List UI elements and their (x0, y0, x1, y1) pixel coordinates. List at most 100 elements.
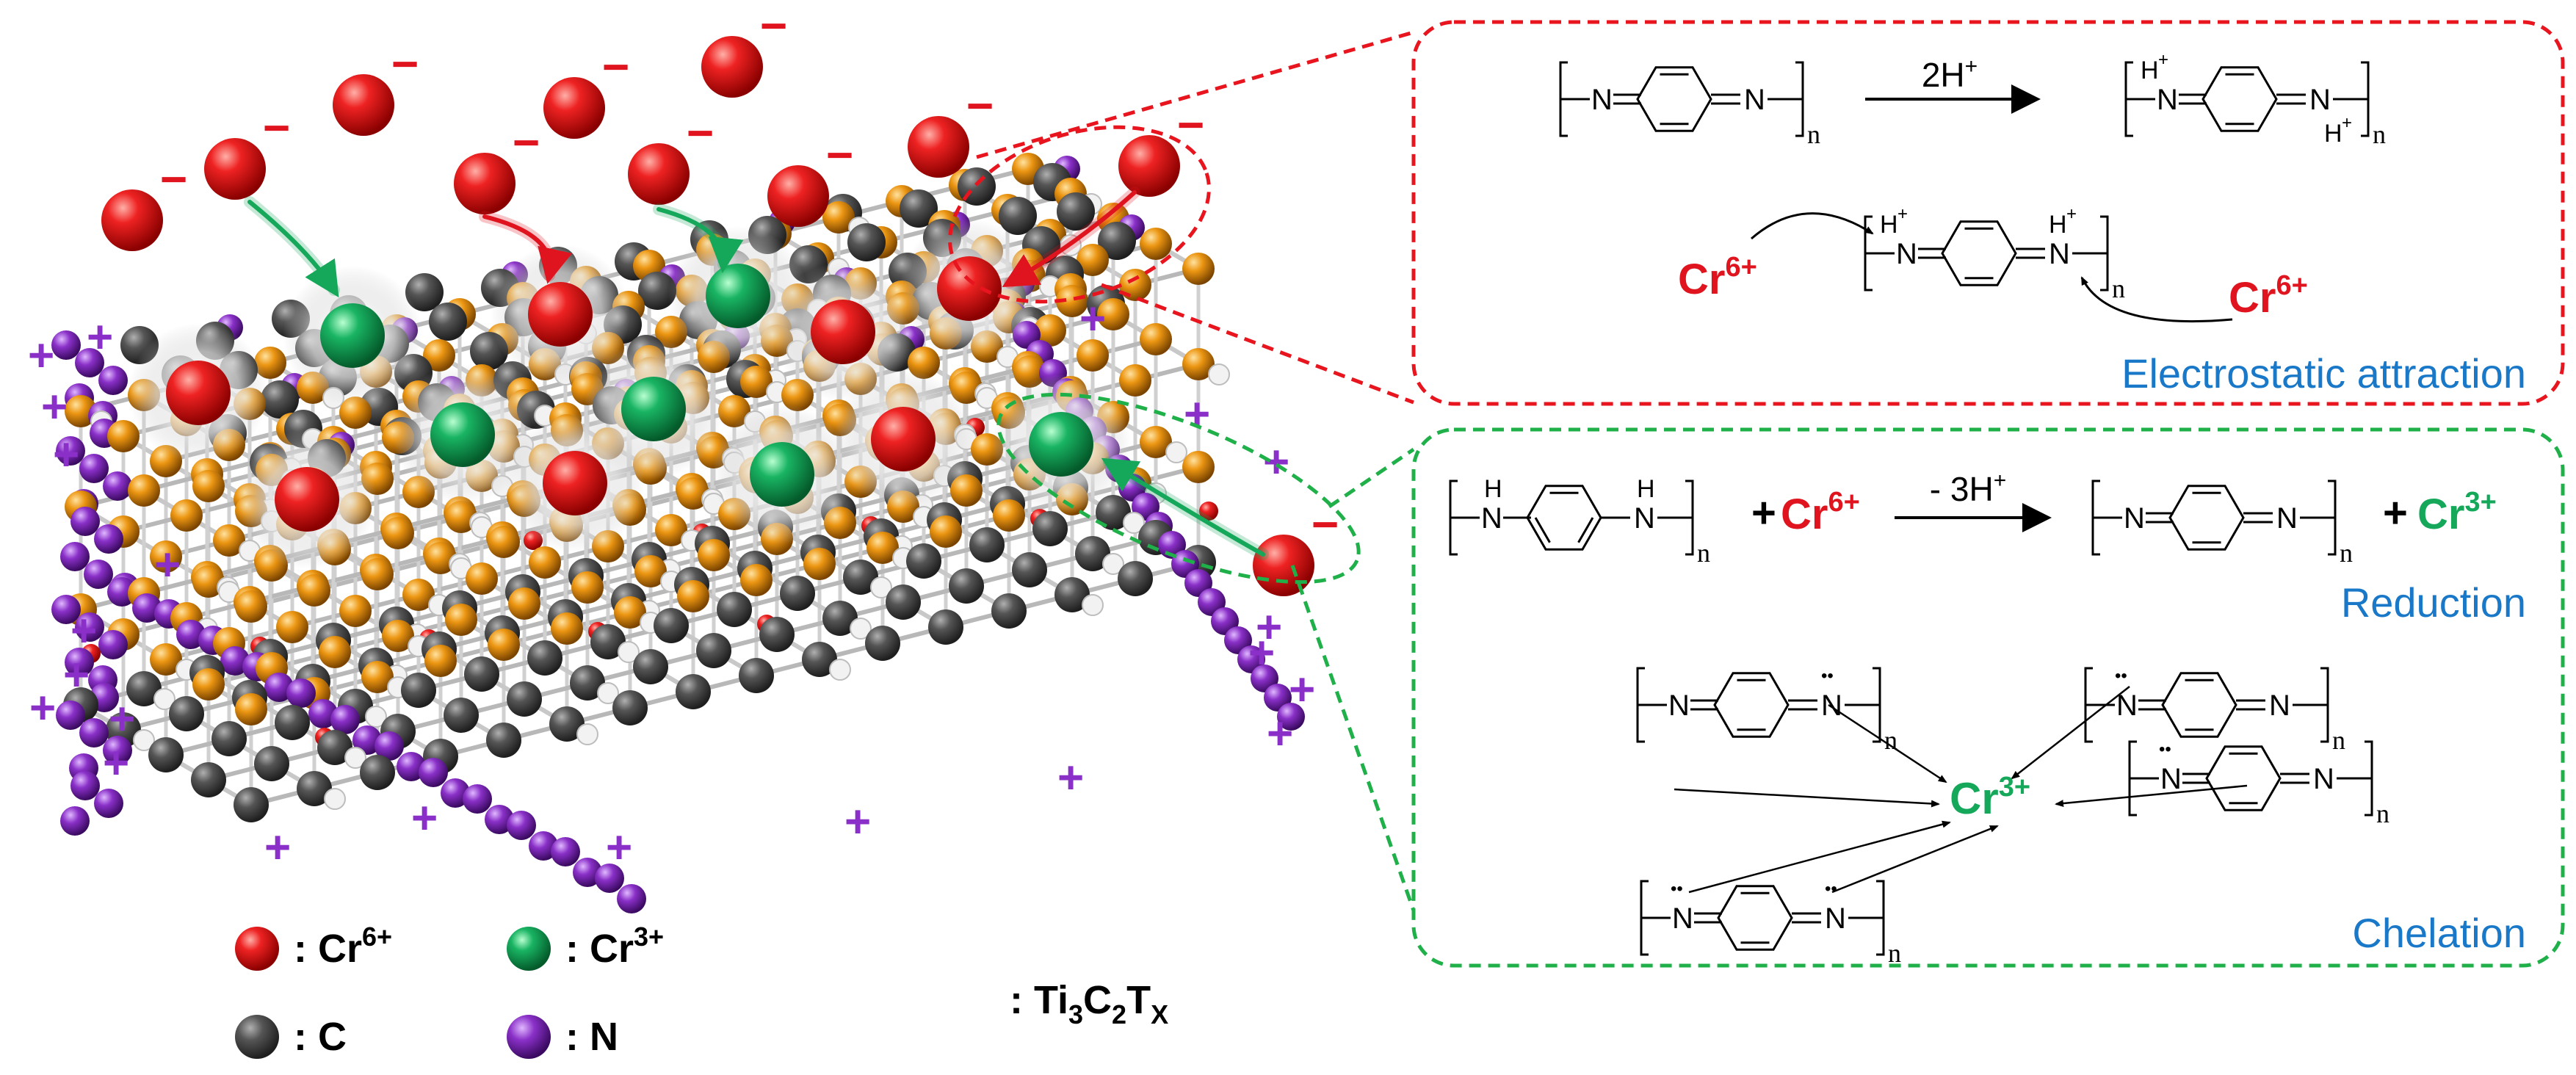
orange-atom (192, 565, 225, 598)
orange-atom (192, 668, 225, 701)
positive-charge: + (1263, 437, 1289, 488)
attraction-arrow-left (1751, 212, 1874, 240)
gray-atom (717, 592, 752, 627)
orange-atom (128, 474, 160, 507)
bracket-right (2361, 61, 2370, 137)
purple-atom (286, 678, 316, 708)
orange-atom (740, 564, 773, 596)
gray-atom (254, 746, 289, 781)
gray-atom (169, 696, 204, 731)
nitrogen-label: N (2309, 84, 2331, 116)
purple-atom (441, 778, 470, 808)
orange-atom (235, 590, 267, 623)
white-atom (618, 641, 640, 663)
white-atom (1082, 594, 1104, 616)
gray-atom (999, 197, 1037, 235)
positive-charge: + (1248, 628, 1275, 678)
cr6-ion (166, 361, 231, 425)
cr6-label-left: Cr6+ (1678, 252, 1757, 303)
ring-outline (1526, 485, 1602, 551)
gray-atom (949, 568, 984, 604)
gray-atom (297, 771, 332, 806)
ion-motion-arrows (244, 187, 1269, 560)
cr6-ion (333, 74, 394, 136)
purple-atom (463, 784, 492, 814)
ring-outline (1717, 885, 1793, 951)
purple-atom (51, 330, 81, 360)
purple-atom (75, 612, 104, 642)
orange-atom (1182, 348, 1215, 380)
positive-charge: + (41, 382, 68, 432)
orange-atom (677, 580, 709, 612)
ring-outline (1636, 66, 1712, 132)
white-atom (365, 706, 387, 728)
nitrogen-label: N (2269, 689, 2290, 722)
gray-atom (570, 665, 605, 701)
nitrogen-label: N (1896, 238, 1917, 270)
ring-outline (2168, 485, 2245, 551)
reduction-cr3-label: Cr3+ (2417, 487, 2497, 538)
negative-charge: − (391, 37, 419, 90)
cr6-ion (1118, 135, 1180, 197)
purple-atom (1277, 703, 1305, 731)
nitrogen-label: N (1825, 902, 1846, 935)
orange-atom (445, 501, 477, 533)
orange-atom (445, 604, 477, 636)
reduction-label: Reduction (2341, 579, 2526, 626)
lone-pair: •• (1671, 879, 1683, 899)
white-atom (597, 682, 619, 704)
cr6-ion (1253, 535, 1314, 596)
bracket-right (1685, 479, 1694, 556)
gray-atom (549, 706, 585, 742)
purple-atom (94, 789, 123, 818)
orange-atom (950, 474, 983, 507)
orange-atom (571, 571, 604, 604)
gray-atom (1098, 222, 1136, 260)
positive-charge: + (154, 540, 181, 590)
purple-atom (51, 595, 81, 624)
white-atom (1102, 553, 1124, 575)
purple-atom (56, 436, 85, 466)
repeat-n: n (1884, 725, 1897, 755)
quinoid-ring (2201, 66, 2278, 132)
orange-atom (698, 539, 730, 571)
nitrogen-label: N (1672, 902, 1693, 935)
orange-atom (319, 636, 351, 668)
gray-atom (928, 609, 963, 645)
orange-atom (276, 611, 308, 643)
purple-atom (507, 811, 536, 840)
orange-atom (1182, 253, 1215, 285)
coordination-arrow (1688, 820, 1951, 894)
orange-atom (170, 499, 203, 532)
repeat-n: n (2340, 538, 2353, 568)
nitrogen-label: N (1481, 502, 1502, 535)
coordination-arrow (2011, 686, 2130, 780)
gray-atom (906, 543, 941, 579)
purple-atom (75, 348, 104, 377)
purple-atom (595, 864, 624, 893)
orange-atom (551, 612, 583, 645)
gray-atom (900, 189, 938, 228)
purple-atom (60, 806, 90, 836)
orange-atom (529, 546, 561, 579)
cr6-ion (871, 407, 936, 471)
nitrogen-label: N (2157, 84, 2178, 116)
red-connector-bottom (1101, 283, 1414, 405)
ring-outline (2201, 66, 2278, 132)
bracket-right (2100, 215, 2109, 292)
gray-atom (191, 762, 226, 797)
gray-atom (780, 576, 815, 611)
orange-atom (339, 595, 372, 627)
gray-atom (865, 626, 900, 661)
orange-atom (298, 574, 330, 607)
negative-charge: − (1177, 98, 1204, 151)
ring-outline (2161, 672, 2237, 738)
hydrogen-label: H (1637, 475, 1655, 503)
cr6-ion (908, 116, 969, 178)
purple-atom (65, 648, 94, 677)
purple-atom (375, 731, 404, 761)
purple-atom (98, 366, 128, 395)
coordination-arrow (1674, 788, 1940, 808)
orange-atom (993, 499, 1025, 532)
repeat-n: n (1807, 120, 1820, 149)
